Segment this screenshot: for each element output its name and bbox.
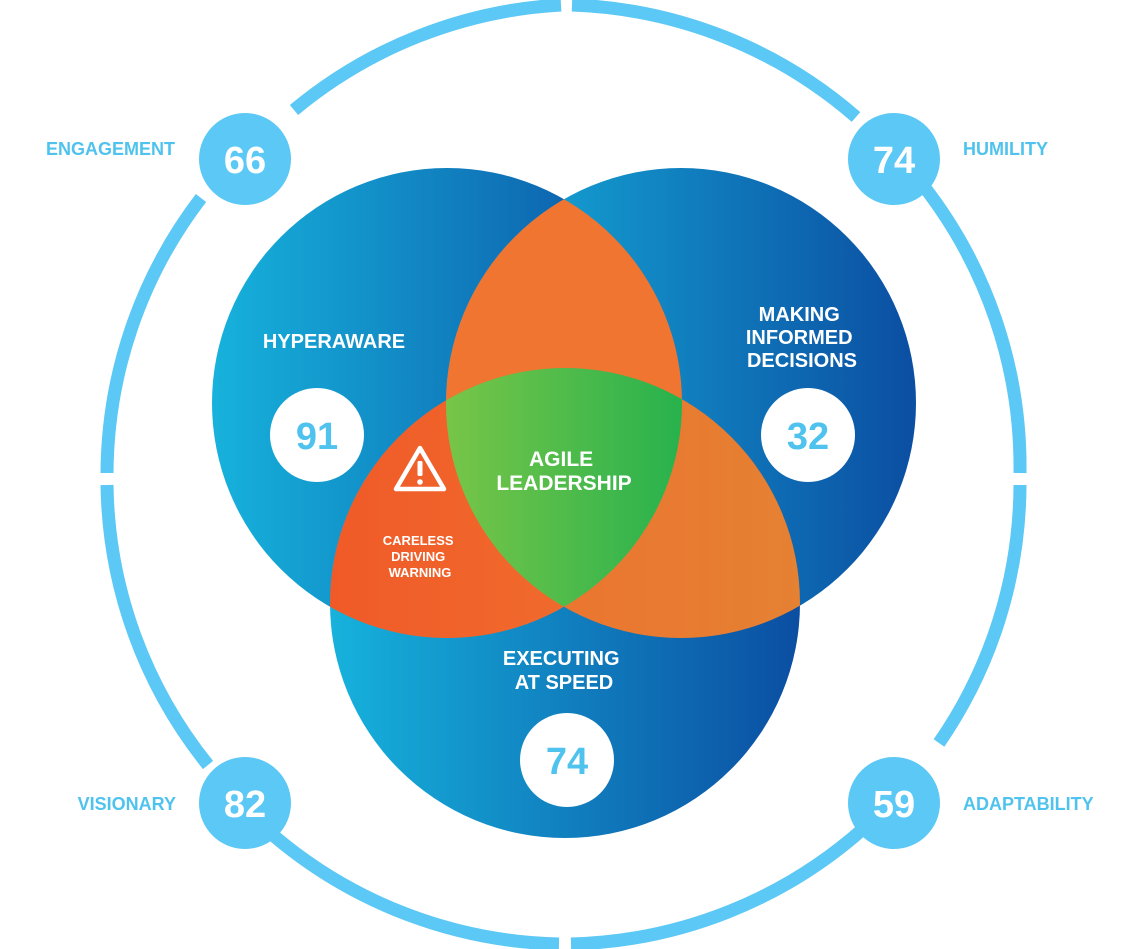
ring-arc-left-upper — [100, 194, 207, 474]
visionary-score: 82 — [224, 784, 266, 826]
executing-score: 74 — [546, 741, 588, 783]
humility-node: 74 — [848, 113, 940, 205]
warning-label-line: WARNING — [389, 565, 452, 580]
warning-triangle-icon — [393, 445, 447, 492]
agile-leadership-label: AGILE LEADERSHIP — [496, 448, 631, 495]
visionary-label: VISIONARY — [78, 794, 176, 814]
ring-arc-bottom-left — [269, 831, 560, 949]
visionary-node: 82 — [199, 757, 291, 849]
adaptability-label: ADAPTABILITY — [963, 794, 1094, 814]
informed-score-badge: 32 — [761, 388, 855, 482]
careless-driving-warning-label: CARELESS DRIVING WARNING — [383, 533, 457, 580]
hyperaware-score-badge: 91 — [270, 388, 364, 482]
warning-label-line: DRIVING — [391, 549, 445, 564]
informed-label-line: MAKING — [759, 304, 840, 326]
engagement-label: ENGAGEMENT — [46, 139, 175, 159]
executing-label-line: EXECUTING — [503, 648, 620, 670]
ring-arc-bottom-right — [570, 823, 869, 949]
engagement-node: 66 — [199, 113, 291, 205]
humility-score: 74 — [873, 140, 915, 182]
adaptability-node: 59 — [848, 757, 940, 849]
informed-label-line: INFORMED — [746, 327, 853, 349]
center-label-line: AGILE — [529, 448, 593, 471]
ring-arc-right-lower — [933, 484, 1027, 747]
ring-arc-left-lower — [100, 484, 214, 770]
informed-score: 32 — [787, 416, 829, 458]
warning-label-line: CARELESS — [383, 533, 454, 548]
executing-at-speed-label: EXECUTING AT SPEED — [503, 648, 625, 694]
hyperaware-score: 91 — [296, 416, 338, 458]
ring-arc-top-right — [571, 0, 861, 122]
ring-arc-top-left — [289, 0, 562, 115]
executing-label-line: AT SPEED — [515, 672, 614, 694]
making-informed-decisions-label: MAKING INFORMED DECISIONS — [746, 304, 858, 372]
ring-arc-right-upper — [916, 179, 1027, 474]
adaptability-score: 59 — [873, 784, 915, 826]
humility-label: HUMILITY — [963, 139, 1048, 159]
engagement-score: 66 — [224, 140, 266, 182]
informed-label-line: DECISIONS — [747, 350, 857, 372]
executing-score-badge: 74 — [520, 713, 614, 807]
center-label-line: LEADERSHIP — [496, 472, 631, 495]
outer-ring — [100, 0, 1027, 949]
hyperaware-label: HYPERAWARE — [263, 331, 405, 353]
